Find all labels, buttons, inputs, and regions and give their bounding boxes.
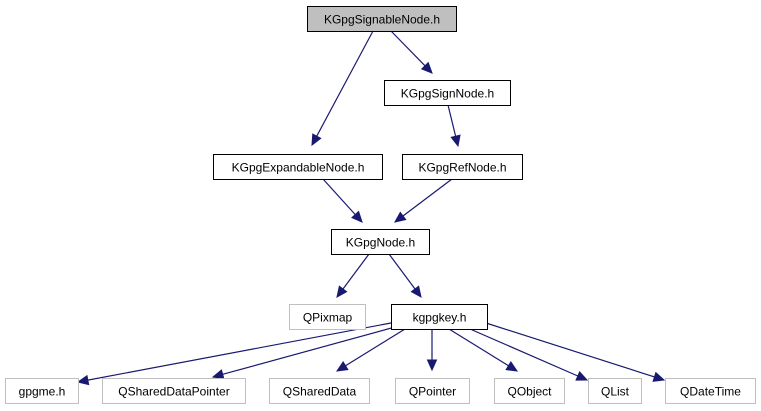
edge-signable-to-sign [390, 30, 433, 74]
node-box [665, 378, 756, 404]
node-ref[interactable]: KGpgRefNode.h [402, 154, 523, 180]
node-kgpgkey[interactable]: kgpgkey.h [391, 304, 488, 330]
node-label: QSharedDataPointer [118, 385, 229, 399]
edge-line [469, 328, 579, 377]
arrowhead-icon [76, 374, 90, 386]
edge-line [322, 178, 356, 215]
node-label: QPixmap [303, 311, 353, 325]
node-label: gpgme.h [19, 385, 66, 399]
node-box [5, 378, 79, 404]
edge-kgpgkey-to-qshareddata [335, 328, 406, 372]
edge-kgpgkey-to-qshareddatapointer [211, 326, 396, 380]
edge-line [316, 30, 374, 137]
node-box [213, 154, 383, 180]
arrowhead-icon [426, 359, 438, 372]
node-label: QObject [507, 385, 552, 399]
node-box [588, 378, 642, 404]
arrowhead-icon [652, 371, 666, 382]
edge-node-to-kgpgkey [388, 253, 422, 298]
edge-kgpgkey-to-qobject [448, 328, 519, 372]
node-gpgme[interactable]: gpgme.h [5, 378, 79, 404]
arrowhead-icon [450, 134, 461, 148]
node-box [384, 80, 511, 106]
edge-line [342, 253, 370, 290]
node-box [269, 378, 370, 404]
node-sign[interactable]: KGpgSignNode.h [384, 80, 511, 106]
edge-kgpgkey-to-qdatetime [485, 322, 666, 382]
arrowhead-icon [351, 210, 363, 223]
node-box [391, 304, 488, 330]
edge-line [448, 328, 509, 367]
arrowhead-icon [335, 360, 349, 372]
node-expandable[interactable]: KGpgExpandableNode.h [213, 154, 383, 180]
node-qlist[interactable]: QList [588, 378, 642, 404]
node-box [102, 378, 246, 404]
edge-node-to-qpixmap [336, 253, 370, 298]
arrowhead-icon [211, 369, 225, 380]
node-qshareddatapointer[interactable]: QSharedDataPointer [102, 378, 246, 404]
node-box [331, 229, 430, 255]
node-label: QList [601, 385, 630, 399]
edge-kgpgkey-to-gpgme [76, 322, 392, 386]
node-qshareddata[interactable]: QSharedData [269, 378, 370, 404]
edge-line [447, 104, 457, 137]
arrowhead-icon [505, 360, 519, 372]
arrowhead-icon [575, 370, 589, 381]
edges-layer [76, 30, 666, 386]
node-qpixmap[interactable]: QPixmap [289, 304, 366, 330]
edge-ref-to-node [394, 178, 453, 223]
edge-line [390, 30, 426, 67]
node-label: QSharedData [283, 385, 357, 399]
node-signable[interactable]: KGpgSignableNode.h [307, 6, 457, 32]
edge-kgpgkey-to-qpointer [426, 329, 438, 372]
arrowhead-icon [394, 211, 407, 223]
node-label: QDateTime [680, 385, 741, 399]
node-box [395, 378, 470, 404]
node-label: KGpgSignNode.h [401, 87, 494, 101]
edge-expandable-to-node [322, 178, 363, 223]
node-box [402, 154, 523, 180]
node-label: KGpgExpandableNode.h [232, 161, 365, 175]
edge-line [222, 326, 396, 375]
edge-line [388, 253, 416, 290]
arrowhead-icon [336, 285, 348, 298]
node-box [307, 6, 457, 32]
node-node[interactable]: KGpgNode.h [331, 229, 430, 255]
node-qdatetime[interactable]: QDateTime [665, 378, 756, 404]
nodes-layer: KGpgSignableNode.hKGpgSignNode.hKGpgExpa… [5, 6, 756, 404]
edge-line [345, 328, 406, 367]
edge-signable-to-expandable [311, 30, 374, 147]
node-qpointer[interactable]: QPointer [395, 378, 470, 404]
edge-sign-to-ref [447, 104, 461, 148]
edge-line [485, 322, 655, 378]
node-label: kgpgkey.h [413, 311, 467, 325]
edge-line [402, 178, 453, 217]
node-label: KGpgSignableNode.h [324, 13, 440, 27]
arrowhead-icon [311, 133, 322, 147]
node-label: KGpgNode.h [346, 236, 415, 250]
arrowhead-icon [420, 61, 433, 74]
node-label: KGpgRefNode.h [418, 161, 506, 175]
node-qobject[interactable]: QObject [494, 378, 565, 404]
node-box [494, 378, 565, 404]
edge-line [87, 322, 392, 381]
arrowhead-icon [410, 285, 422, 298]
node-label: QPointer [409, 385, 456, 399]
edge-kgpgkey-to-qlist [469, 328, 589, 381]
node-box [289, 304, 366, 330]
